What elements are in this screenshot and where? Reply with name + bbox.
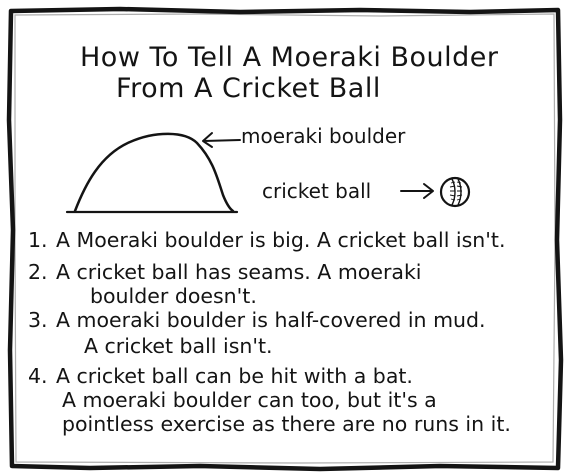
title-line-2: From A Cricket Ball [116, 73, 381, 104]
item-number: 2. [28, 260, 48, 284]
item-number: 3. [28, 308, 48, 332]
cricket-ball-icon [439, 176, 471, 208]
item-number: 1. [28, 228, 48, 252]
list-item-2-continuation: boulder doesn't. [90, 284, 257, 308]
list-item-3: 3. A moeraki boulder is half-covered in m… [28, 308, 486, 332]
cricket-label: cricket ball [262, 179, 372, 203]
item-text: A Moeraki boulder is big. A cricket ball… [56, 228, 506, 252]
item-text: A cricket ball can be hit with a bat. [56, 364, 413, 388]
list-item-1: 1. A Moeraki boulder is big. A cricket ba… [28, 228, 505, 252]
item-text: A moeraki boulder is half-covered in mud… [56, 308, 486, 332]
arrow-icon [400, 183, 434, 199]
boulder-label: moeraki boulder [241, 124, 406, 148]
list-item-3-continuation: A cricket ball isn't. [84, 334, 273, 358]
item-number: 4. [28, 364, 48, 388]
list-item-4-continuation: A moeraki boulder can too, but it's a [62, 388, 437, 412]
title-line-1: How To Tell A Moeraki Boulder [80, 42, 499, 73]
list-item-4: 4. A cricket ball can be hit with a bat. [28, 364, 413, 388]
arrow-icon [202, 132, 241, 148]
list-item-4-continuation: pointless exercise as there are no runs … [62, 412, 511, 436]
boulder-mound-icon [65, 132, 239, 214]
item-text: A cricket ball has seams. A moeraki [56, 260, 422, 284]
list-item-2: 2. A cricket ball has seams. A moeraki [28, 260, 422, 284]
